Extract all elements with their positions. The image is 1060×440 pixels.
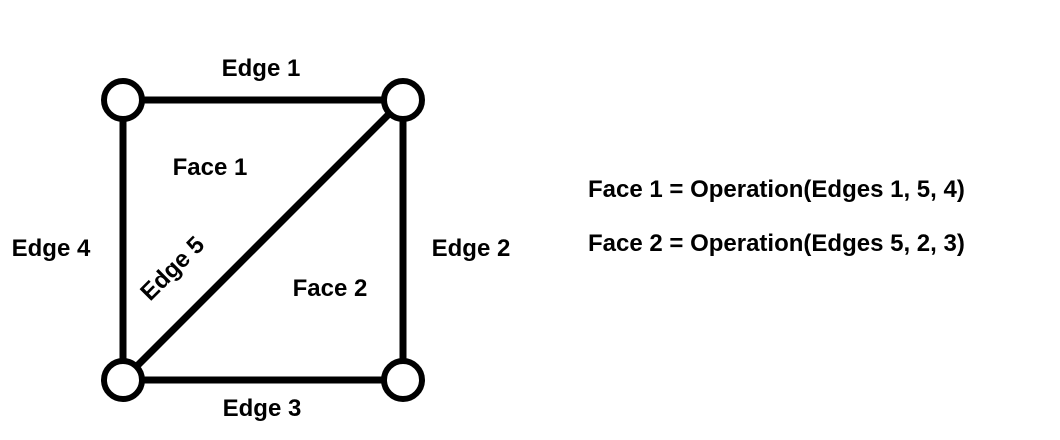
edge-4-label: Edge 4 — [12, 235, 91, 262]
face-1-label: Face 1 — [173, 154, 248, 181]
edge-3-label: Edge 3 — [223, 395, 302, 422]
vertex-bottom-left — [101, 358, 145, 402]
face-1-equation: Face 1 = Operation(Edges 1, 5, 4) — [588, 176, 965, 203]
face-2-equation: Face 2 = Operation(Edges 5, 2, 3) — [588, 230, 965, 257]
face-2-label: Face 2 — [293, 275, 368, 302]
edge-5-line — [120, 97, 406, 383]
edge-5-label: Edge 5 — [135, 231, 210, 306]
vertex-bottom-right — [381, 358, 425, 402]
edge-1-label: Edge 1 — [222, 55, 301, 82]
vertex-top-right — [381, 78, 425, 122]
vertex-top-left — [101, 78, 145, 122]
edge-2-label: Edge 2 — [432, 235, 511, 262]
